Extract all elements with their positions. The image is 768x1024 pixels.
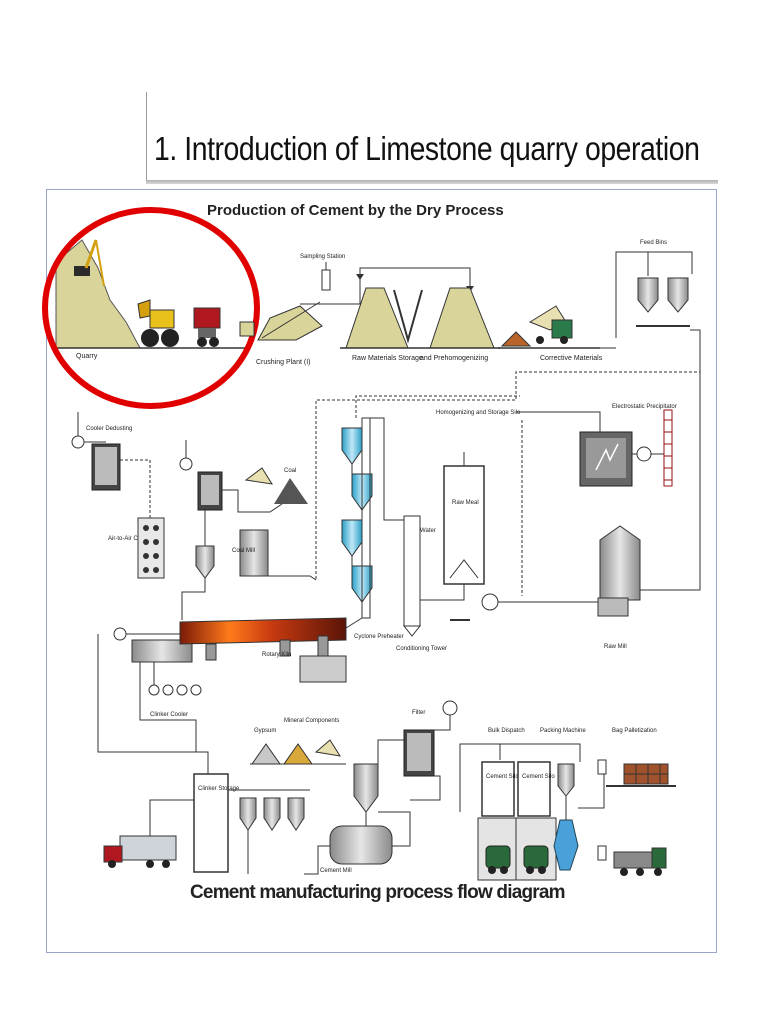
excavator-icon xyxy=(74,239,105,287)
label-homogenizing-storage-silo: Homogenizing and Storage Silo xyxy=(436,410,521,416)
bulk-truck-icon-2 xyxy=(523,845,549,874)
title-underline xyxy=(146,180,718,184)
quarry-area: Quarry xyxy=(52,239,248,360)
label-quarry: Quarry xyxy=(76,353,98,360)
conditioning-tower: Water Conditioning Tower xyxy=(370,417,447,652)
raw-materials-storage: Raw Materials Storage and Prehomogenizin… xyxy=(340,287,500,362)
rotary-kiln: Rotary Kiln xyxy=(113,617,363,683)
diagram-title: Production of Cement by the Dry Process xyxy=(207,202,504,219)
label-feed-bins: Feed Bins xyxy=(640,240,667,246)
crushing-plant: Crushing Plant (I) xyxy=(239,301,323,366)
flatbed-truck-icon xyxy=(613,847,667,876)
label-air-to-air-cooler: Air-to-Air Cooler xyxy=(108,536,151,542)
diagram-caption: Cement manufacturing process flow diagra… xyxy=(190,882,565,903)
title-vertical-rule xyxy=(146,92,147,182)
label-cooler-dedusting: Cooler Dedusting xyxy=(86,426,132,432)
label-packing-machine: Packing Machine xyxy=(540,728,586,734)
label-clinker-storage: Clinker Storage xyxy=(198,786,240,792)
cement-mill: Cement Mill xyxy=(304,763,411,875)
dump-truck-icon xyxy=(193,307,221,347)
slide-title: 1. Introduction of Limestone quarry oper… xyxy=(154,130,700,167)
air-to-air-cooler: Air-to-Air Cooler xyxy=(108,459,165,579)
raw-mill: Raw Mill xyxy=(481,420,641,650)
bulk-truck-icon-1 xyxy=(485,845,511,874)
dispatch-area: Bulk Dispatch Packing Machine Bag Pallet… xyxy=(459,728,676,881)
cyclone-preheater: Cyclone Preheater xyxy=(341,395,520,640)
label-bag-palletization: Bag Palletization xyxy=(612,728,657,734)
label-cyclone-preheater: Cyclone Preheater xyxy=(354,634,404,640)
label-cement-silo-1: Cement Silo xyxy=(486,774,519,780)
label-gypsum: Gypsum xyxy=(254,728,276,734)
label-mineral-components: Mineral Components xyxy=(284,718,339,724)
slide-header: 1. Introduction of Limestone quarry oper… xyxy=(146,92,718,184)
label-conditioning-tower: Conditioning Tower xyxy=(396,646,447,652)
label-raw-materials-storage: Raw Materials Storage xyxy=(352,355,423,362)
label-rotary-kiln: Rotary Kiln xyxy=(262,652,291,658)
clinker-truck xyxy=(103,799,194,868)
label-water: Water xyxy=(420,528,436,534)
quarry-highlight-circle xyxy=(42,207,260,409)
label-corrective-materials: Corrective Materials xyxy=(540,355,603,362)
label-bulk-dispatch: Bulk Dispatch xyxy=(488,728,525,734)
electrostatic-precipitator: Electrostatic Precipitator xyxy=(516,404,677,487)
wheel-loader-icon xyxy=(137,299,179,347)
feed-bins: Feed Bins xyxy=(600,240,701,591)
cooler-dedusting: Cooler Dedusting xyxy=(71,412,132,491)
label-prehomogenizing: and Prehomogenizing xyxy=(420,355,488,362)
label-filter: Filter xyxy=(412,710,425,716)
filter: Filter xyxy=(377,700,458,801)
label-coal: Coal xyxy=(284,468,296,474)
label-raw-meal: Raw Meal xyxy=(452,500,479,506)
clinker-cooler: Clinker Cooler xyxy=(97,634,209,774)
bag-pallets-icon xyxy=(606,763,676,787)
label-clinker-cooler: Clinker Cooler xyxy=(150,712,188,718)
label-cement-mill: Cement Mill xyxy=(320,868,352,874)
corrective-materials: Corrective Materials xyxy=(498,305,603,362)
clinker-storage: Clinker Storage xyxy=(193,773,240,873)
label-raw-mill: Raw Mill xyxy=(604,644,627,650)
label-electrostatic-precipitator: Electrostatic Precipitator xyxy=(612,404,677,410)
label-sampling-station: Sampling Station xyxy=(300,254,345,260)
additive-bins: Gypsum Mineral Components xyxy=(228,718,346,874)
label-crushing-plant: Crushing Plant (I) xyxy=(256,359,310,366)
coal-mill: Coal Coal Mill xyxy=(179,440,317,620)
homogenizing-silo: Homogenizing and Storage Silo Raw Meal xyxy=(420,410,521,621)
label-coal-mill: Coal Mill xyxy=(232,548,255,554)
label-cement-silo-2: Cement Silo xyxy=(522,774,555,780)
